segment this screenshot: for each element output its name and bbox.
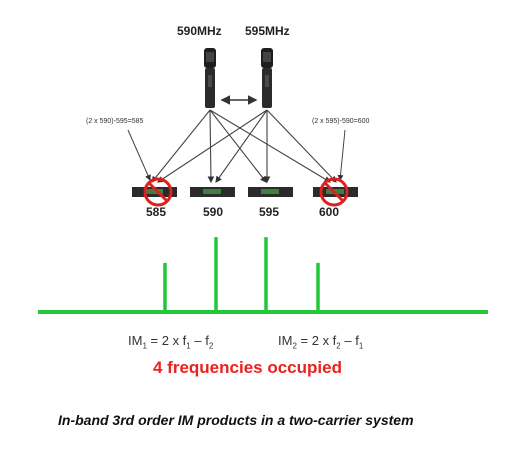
tx-freq-label: 590MHz (177, 24, 222, 38)
rx-label: 585 (146, 205, 167, 219)
microphone-icon (261, 48, 273, 108)
rx-label: 600 (319, 205, 340, 219)
signal-lines (151, 109, 337, 184)
prohibited-icon (319, 177, 349, 207)
rx-label: 590 (203, 205, 224, 219)
figure-caption: In-band 3rd order IM products in a two-c… (58, 412, 414, 428)
formula-left: (2 x 590)-595=585 (86, 118, 144, 125)
prohibited-icon (143, 177, 173, 207)
receiver-unit (190, 187, 235, 197)
formula-arrow-right (337, 129, 346, 181)
microphone-icon (204, 48, 216, 108)
receiver-unit (132, 187, 177, 197)
tx-freq-label: 595MHz (245, 24, 290, 38)
spectrum-lines (163, 237, 320, 312)
im1-equation: IM1 = 2 x f1 – f2 (128, 333, 214, 351)
receiver-unit (248, 187, 293, 197)
formula-right: (2 x 595)-590=600 (312, 118, 370, 125)
formula-arrow-left (127, 129, 151, 181)
rx-label: 595 (259, 205, 280, 219)
im2-equation: IM2 = 2 x f2 – f1 (278, 333, 364, 351)
occupied-summary: 4 frequencies occupied (153, 358, 342, 377)
